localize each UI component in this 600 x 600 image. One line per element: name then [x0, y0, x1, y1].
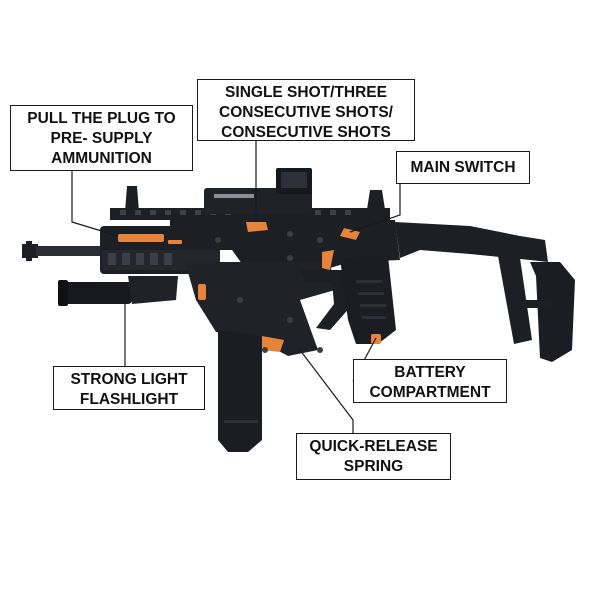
callout-spring-line1: QUICK-RELEASE: [309, 438, 438, 455]
callout-pull-plug-line1: PULL THE PLUG TO: [27, 110, 176, 127]
callout-battery: BATTERY COMPARTMENT: [353, 359, 507, 403]
callout-spring-line2: SPRING: [343, 458, 404, 475]
magazine-ridge: [224, 420, 258, 423]
callout-fire-mode: SINGLE SHOT/THREE CONSECUTIVE SHOTS/ CON…: [197, 79, 415, 141]
callout-flashlight: STRONG LIGHT FLASHLIGHT: [53, 366, 205, 410]
callout-fire-mode-line3: CONSECUTIVE SHOTS: [221, 124, 391, 141]
pistol-grip: [340, 256, 396, 344]
callout-main-switch-line1: MAIN SWITCH: [410, 159, 516, 176]
muzzle: [22, 241, 108, 261]
callout-flashlight-line1: STRONG LIGHT: [70, 371, 188, 388]
callout-fire-mode-line1: SINGLE SHOT/THREE: [225, 84, 387, 101]
front-sight: [125, 186, 139, 212]
orange-accents: [118, 222, 381, 352]
trigger-guard: [300, 270, 352, 330]
callout-battery-line2: COMPARTMENT: [369, 384, 491, 401]
red-dot-sight: [204, 168, 312, 214]
callout-pull-plug-line3: AMMUNITION: [51, 150, 152, 167]
flashlight: [58, 276, 178, 306]
callout-pull-plug: PULL THE PLUG TO PRE- SUPPLY AMMUNITION: [10, 105, 193, 171]
callout-pull-plug-line2: PRE- SUPPLY: [50, 130, 153, 147]
callout-flashlight-line2: FLASHLIGHT: [79, 391, 179, 408]
folding-stock: [395, 222, 575, 362]
callout-fire-mode-line2: CONSECUTIVE SHOTS/: [219, 104, 393, 121]
callout-battery-line1: BATTERY: [394, 364, 466, 381]
screws: [215, 231, 323, 353]
callout-main-switch: MAIN SWITCH: [396, 151, 530, 184]
grip-texture: [356, 280, 386, 319]
trigger: [322, 250, 334, 270]
rear-sight: [366, 190, 386, 216]
magazine: [218, 330, 262, 452]
callout-spring: QUICK-RELEASE SPRING: [296, 433, 451, 480]
